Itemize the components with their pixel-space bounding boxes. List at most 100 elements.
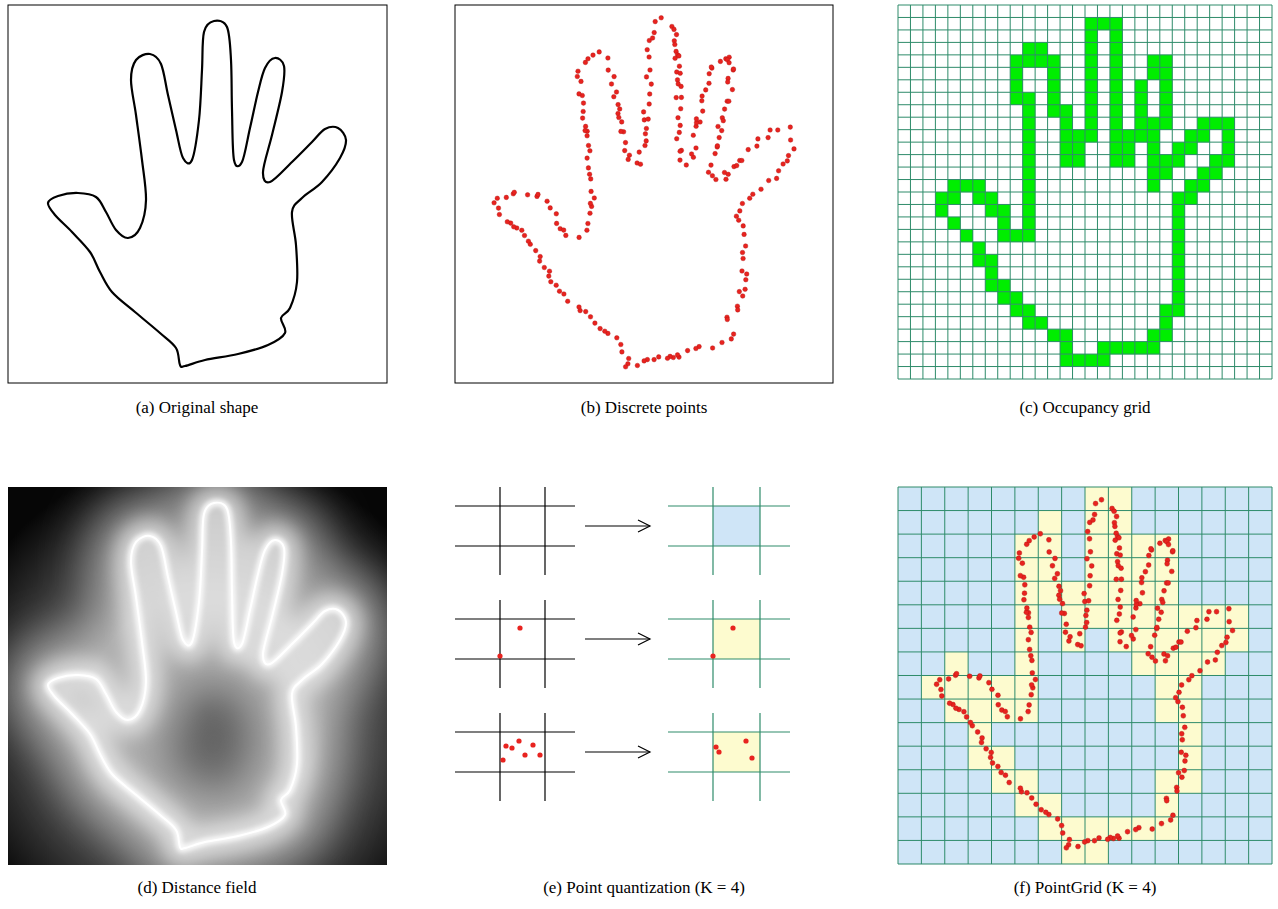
occupied-cell bbox=[1155, 817, 1179, 841]
sample-point bbox=[703, 88, 708, 93]
grid-line bbox=[1147, 5, 1148, 379]
sample-point bbox=[1027, 538, 1032, 543]
sample-point bbox=[1162, 588, 1167, 593]
sample-point bbox=[995, 693, 1000, 698]
empty-cell bbox=[968, 605, 992, 629]
occupied-cell bbox=[1147, 342, 1160, 355]
sample-point bbox=[1219, 643, 1224, 648]
occupied-cell bbox=[1160, 55, 1173, 68]
empty-cell bbox=[1155, 723, 1179, 747]
empty-cell bbox=[945, 746, 969, 770]
empty-cell bbox=[968, 487, 992, 511]
occupied-cell bbox=[1132, 581, 1156, 605]
sample-point bbox=[1005, 714, 1010, 719]
sample-point bbox=[554, 283, 559, 288]
empty-cell bbox=[921, 628, 945, 652]
occupied-cell bbox=[1085, 581, 1109, 605]
empty-cell bbox=[1038, 652, 1062, 676]
occupied-cell bbox=[1015, 699, 1039, 723]
empty-cell bbox=[1225, 817, 1249, 841]
occupied-cell bbox=[1048, 105, 1061, 118]
sample-point bbox=[614, 90, 619, 95]
occupancy-grid-panel bbox=[898, 5, 1272, 379]
occupied-cell bbox=[998, 204, 1011, 217]
sample-point bbox=[938, 687, 943, 692]
occupied-cell bbox=[948, 192, 961, 205]
occupied-cell bbox=[1172, 192, 1185, 205]
grid-line bbox=[898, 793, 1272, 794]
empty-cell bbox=[1249, 675, 1273, 699]
occupied-cell bbox=[1160, 80, 1173, 93]
occupied-cell bbox=[1097, 342, 1110, 355]
occupied-cell bbox=[1160, 92, 1173, 105]
occupied-cell bbox=[1155, 534, 1179, 558]
empty-cell bbox=[1108, 770, 1132, 794]
occupied-cell bbox=[1155, 793, 1179, 817]
grid-line bbox=[1225, 487, 1226, 864]
sample-point bbox=[588, 177, 593, 182]
sample-point bbox=[759, 187, 764, 192]
empty-cell bbox=[1038, 770, 1062, 794]
panel-caption: (e) Point quantization (K = 4) bbox=[543, 878, 745, 898]
sample-point bbox=[678, 71, 683, 76]
occupied-cell bbox=[1185, 142, 1198, 155]
sample-point bbox=[1175, 789, 1180, 794]
empty-cell bbox=[1225, 558, 1249, 582]
sample-point bbox=[1091, 517, 1096, 522]
occupied-cell bbox=[1110, 17, 1123, 30]
occupied-cell bbox=[1222, 117, 1235, 130]
sample-point bbox=[1118, 630, 1123, 635]
empty-cell bbox=[1249, 605, 1273, 629]
occupied-cell bbox=[1132, 534, 1156, 558]
sample-point bbox=[996, 702, 1001, 707]
sample-point bbox=[1087, 583, 1092, 588]
sample-point bbox=[1076, 844, 1081, 849]
sample-point bbox=[1083, 625, 1088, 630]
sample-point bbox=[562, 292, 567, 297]
grid-line bbox=[1155, 487, 1156, 864]
sample-point bbox=[647, 55, 652, 60]
sample-point bbox=[644, 75, 649, 80]
sample-point bbox=[738, 209, 743, 214]
grid-line bbox=[898, 216, 1272, 217]
original-shape-panel bbox=[8, 5, 387, 383]
sample-point bbox=[606, 56, 611, 61]
occupied-cell bbox=[1110, 67, 1123, 80]
sample-point bbox=[746, 147, 751, 152]
sample-point bbox=[1086, 598, 1091, 603]
empty-cell bbox=[1015, 723, 1039, 747]
occupied-cell bbox=[1155, 605, 1179, 629]
occupied-cell bbox=[1085, 534, 1109, 558]
sample-point bbox=[740, 294, 745, 299]
sample-point bbox=[1163, 658, 1168, 663]
empty-cell bbox=[1225, 793, 1249, 817]
occupied-cell bbox=[1048, 329, 1061, 342]
occupied-cell bbox=[1015, 793, 1039, 817]
sample-point bbox=[1134, 598, 1139, 603]
sample-point bbox=[1029, 795, 1034, 800]
sample-point bbox=[731, 67, 736, 72]
empty-cell bbox=[1202, 487, 1226, 511]
occupied-cell bbox=[1197, 117, 1210, 130]
sample-point bbox=[700, 109, 705, 114]
sample-point bbox=[672, 27, 677, 32]
sample-point bbox=[1166, 580, 1171, 585]
sample-point bbox=[1176, 770, 1181, 775]
occupied-cell bbox=[1135, 117, 1148, 130]
empty-cell bbox=[1085, 770, 1109, 794]
sample-point bbox=[591, 53, 596, 58]
empty-cell bbox=[1108, 675, 1132, 699]
occupied-cell bbox=[1062, 817, 1086, 841]
quantization-panel bbox=[455, 487, 790, 801]
sample-point bbox=[1032, 534, 1037, 539]
sample-point bbox=[1148, 546, 1153, 551]
occupied-cell bbox=[1010, 92, 1023, 105]
sample-point bbox=[1092, 512, 1097, 517]
sample-point bbox=[1153, 659, 1158, 664]
sample-point bbox=[647, 92, 652, 97]
occupied-cell bbox=[1135, 130, 1148, 143]
grid-line bbox=[1159, 5, 1160, 379]
occupied-cell bbox=[1110, 142, 1123, 155]
sample-point bbox=[589, 189, 594, 194]
sample-point bbox=[533, 248, 538, 253]
